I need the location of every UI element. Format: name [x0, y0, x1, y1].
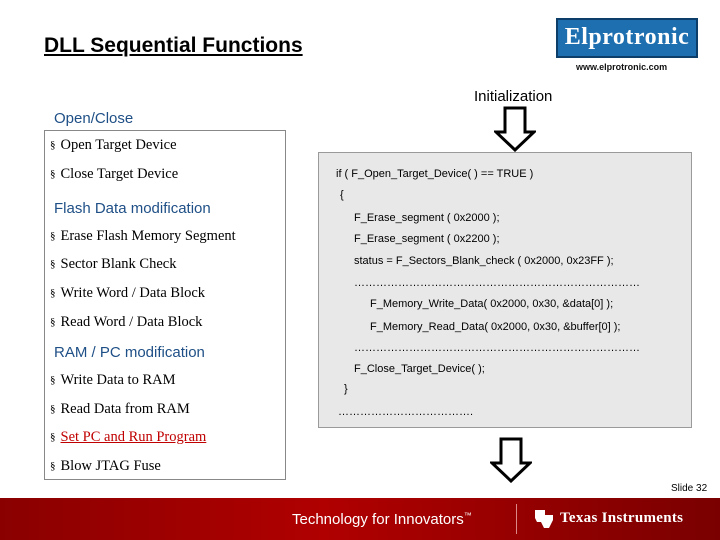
code-line: }	[344, 383, 348, 395]
list-item-sector-blank-check: § Sector Blank Check	[50, 256, 176, 273]
list-item-label: Set PC and Run Program	[60, 429, 207, 445]
initialization-label: Initialization	[474, 88, 553, 105]
code-line: ……………………………………………………………………	[354, 277, 640, 289]
list-item-write-ram: § Write Data to RAM	[50, 372, 176, 389]
page-title: DLL Sequential Functions	[44, 34, 303, 57]
bullet-icon: §	[50, 316, 56, 328]
code-line: {	[340, 189, 344, 201]
list-item-read-word: § Read Word / Data Block	[50, 314, 202, 331]
code-line: if ( F_Open_Target_Device( ) == TRUE )	[336, 168, 534, 180]
list-item-label: Read Word / Data Block	[60, 314, 203, 330]
bullet-icon: §	[50, 168, 56, 180]
code-line: F_Memory_Write_Data( 0x2000, 0x30, &data…	[370, 298, 614, 310]
list-item-label: Blow JTAG Fuse	[60, 458, 161, 474]
list-item-label: Write Word / Data Block	[60, 285, 206, 301]
footer-tagline-text: Technology for Innovators	[292, 511, 464, 528]
list-item-blow-jtag: § Blow JTAG Fuse	[50, 458, 161, 475]
slide-number: Slide 32	[671, 483, 708, 494]
code-line: ……………………………………………………………………	[354, 342, 640, 354]
list-item-set-pc-link[interactable]: § Set PC and Run Program	[50, 429, 206, 446]
logo-url: www.elprotronic.com	[576, 62, 668, 72]
list-item-open-target-device: § Open Target Device	[50, 137, 177, 154]
code-line: F_Erase_segment ( 0x2200 );	[354, 233, 500, 245]
list-item-erase-flash: § Erase Flash Memory Segment	[50, 228, 236, 245]
section-heading-flash: Flash Data modification	[54, 200, 211, 217]
list-item-label: Sector Blank Check	[60, 256, 177, 272]
section-heading-ram-pc: RAM / PC modification	[54, 344, 205, 361]
bullet-icon: §	[50, 403, 56, 415]
code-line: F_Close_Target_Device( );	[354, 363, 485, 375]
code-sample-panel	[318, 152, 692, 428]
trademark-symbol: ™	[463, 511, 472, 520]
logo-wordmark: Elprotronic	[556, 18, 698, 58]
elprotronic-logo: Elprotronic www.elprotronic.com	[556, 18, 698, 74]
bullet-icon: §	[50, 139, 56, 151]
list-item-label: Open Target Device	[60, 137, 177, 153]
list-item-label: Erase Flash Memory Segment	[60, 228, 236, 244]
footer-divider	[516, 504, 517, 534]
texas-instruments-wordmark: Texas Instruments	[560, 510, 684, 526]
list-item-read-ram: § Read Data from RAM	[50, 401, 190, 418]
list-item-label: Close Target Device	[60, 166, 179, 182]
list-item-write-word: § Write Word / Data Block	[50, 285, 205, 302]
list-item-label: Write Data to RAM	[60, 372, 176, 388]
down-arrow-icon-top	[494, 106, 536, 152]
bullet-icon: §	[50, 230, 56, 242]
code-line: status = F_Sectors_Blank_check ( 0x2000,…	[354, 255, 614, 267]
bullet-icon: §	[50, 287, 56, 299]
bullet-icon: §	[50, 258, 56, 270]
list-item-label: Read Data from RAM	[60, 401, 190, 417]
function-list-panel	[44, 130, 286, 480]
ti-state-logo-icon	[535, 510, 553, 528]
footer-bar: Technology for Innovators™ Texas Instrum…	[0, 498, 720, 540]
bullet-icon: §	[50, 374, 56, 386]
bullet-icon: §	[50, 431, 56, 443]
bullet-icon: §	[50, 460, 56, 472]
list-item-close-target-device: § Close Target Device	[50, 166, 178, 183]
code-line: F_Erase_segment ( 0x2000 );	[354, 212, 500, 224]
footer-tagline: Technology for Innovators™	[292, 511, 472, 528]
code-line: F_Memory_Read_Data( 0x2000, 0x30, &buffe…	[370, 321, 621, 333]
code-line: ……………………………….	[338, 406, 474, 418]
down-arrow-icon-bottom	[490, 437, 532, 483]
section-heading-open-close: Open/Close	[54, 110, 134, 127]
